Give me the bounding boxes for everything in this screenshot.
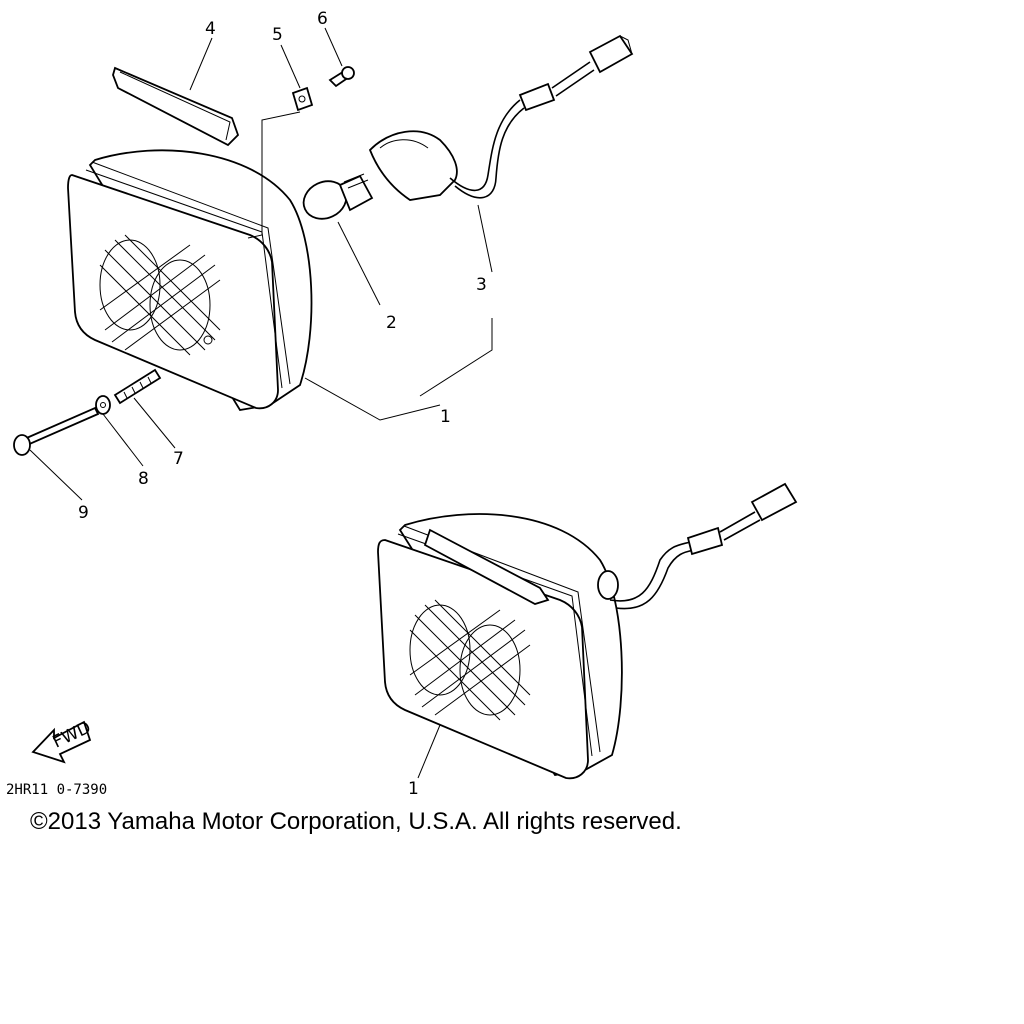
callout-1-lower: 1 xyxy=(408,779,419,799)
callout-4: 4 xyxy=(205,19,216,39)
headlight-assembly-complete xyxy=(377,482,798,780)
callout-5: 5 xyxy=(272,25,283,45)
callout-8: 8 xyxy=(138,469,149,489)
trim-strip-part xyxy=(112,66,240,147)
copyright-notice: ©2013 Yamaha Motor Corporation, U.S.A. A… xyxy=(30,808,682,835)
callout-2: 2 xyxy=(386,313,397,333)
callout-1-upper: 1 xyxy=(440,407,451,427)
fastener-parts xyxy=(13,368,162,456)
callout-3: 3 xyxy=(476,275,487,295)
screw-part xyxy=(328,66,355,88)
clip-part xyxy=(291,86,314,112)
bulb-part xyxy=(302,173,374,220)
callout-9: 9 xyxy=(78,503,89,523)
lens-pattern-lower xyxy=(409,599,531,721)
callout-6: 6 xyxy=(317,9,328,29)
lens-pattern xyxy=(99,234,221,356)
callout-7: 7 xyxy=(173,449,184,469)
fwd-arrow-icon: FWD xyxy=(31,718,94,764)
headlight-assembly-exploded xyxy=(67,149,313,411)
diagram-code: 2HR11 0-7390 xyxy=(6,782,107,798)
socket-harness-part xyxy=(368,34,634,201)
